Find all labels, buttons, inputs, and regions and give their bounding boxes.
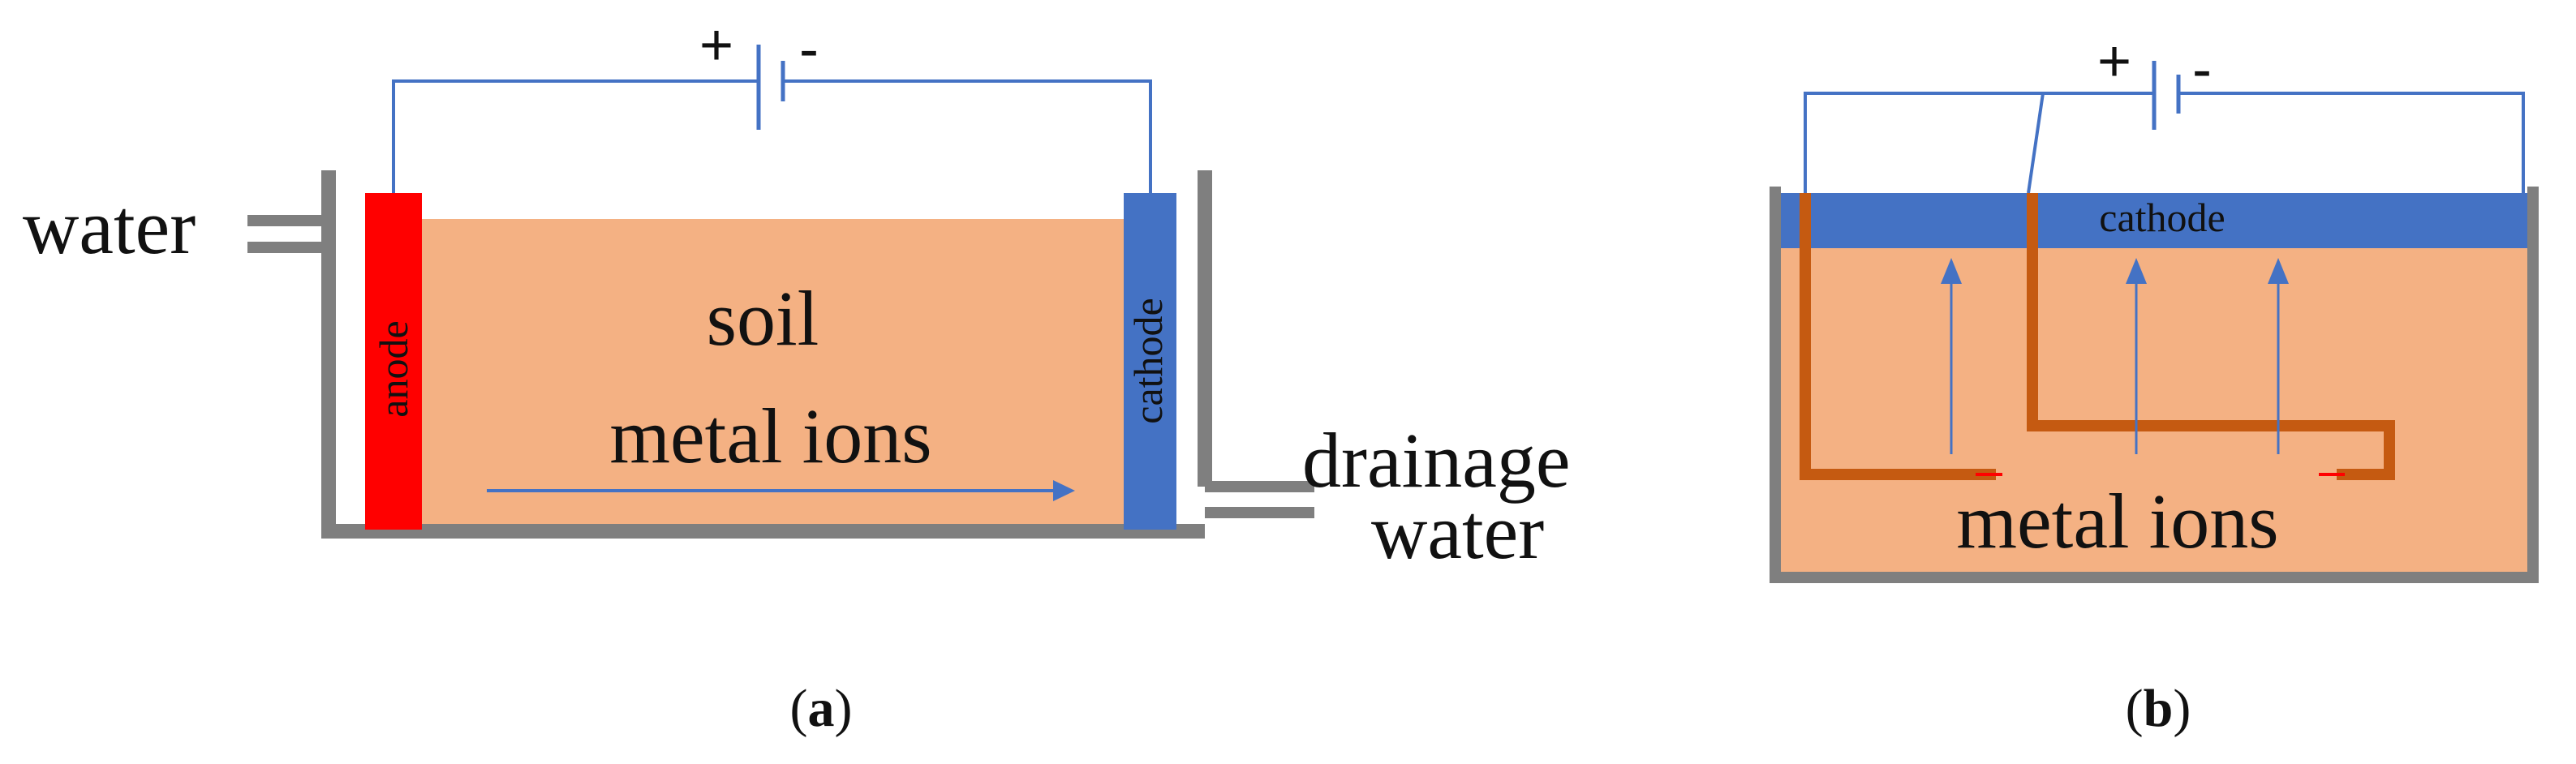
electrode-pipe-right bbox=[2027, 193, 2395, 480]
upward-arrow-3 bbox=[2268, 258, 2289, 454]
drainage-outlet-pipe bbox=[1205, 481, 1314, 518]
battery-a bbox=[756, 45, 785, 130]
anode-label: anode bbox=[371, 320, 416, 417]
container-a bbox=[321, 170, 1205, 539]
container-b bbox=[1770, 187, 2539, 583]
circuit-wire-a bbox=[392, 79, 1152, 193]
panel-a: + - water anode cathode soil metal ions … bbox=[23, 13, 1570, 738]
cathode-label-a: cathode bbox=[1125, 298, 1171, 423]
water-label: water bbox=[23, 183, 196, 270]
soil-region-a bbox=[422, 219, 1128, 527]
battery-minus-b: - bbox=[2192, 37, 2212, 102]
anode-electrode bbox=[365, 193, 422, 530]
electrode-pipe-left bbox=[1800, 193, 1996, 480]
battery-b bbox=[2152, 61, 2181, 130]
upward-arrow-2 bbox=[2126, 258, 2147, 454]
circuit-wire-b bbox=[1804, 92, 2525, 194]
cathode-electrode-a bbox=[1124, 193, 1176, 530]
metal-ions-label-b: metal ions bbox=[1956, 478, 2278, 564]
caption-a: (a) bbox=[790, 679, 853, 738]
caption-b: (b) bbox=[2126, 679, 2191, 738]
battery-plus-a: + bbox=[699, 13, 733, 78]
panel-b: + - cathode metal ions (b) bbox=[1770, 29, 2539, 738]
migration-arrow-a bbox=[487, 480, 1075, 501]
battery-minus-a: - bbox=[799, 17, 819, 82]
drainage-label: drainage bbox=[1302, 417, 1570, 504]
cathode-layer-b bbox=[1781, 193, 2527, 248]
soil-region-b bbox=[1781, 243, 2527, 572]
drainage-water-label: water bbox=[1371, 488, 1544, 575]
metal-ions-label-a: metal ions bbox=[609, 393, 931, 479]
cathode-label-b: cathode bbox=[2099, 195, 2225, 240]
soil-label: soil bbox=[707, 275, 819, 362]
water-inlet-pipe bbox=[247, 215, 329, 253]
battery-plus-b: + bbox=[2097, 29, 2131, 94]
upward-arrow-1 bbox=[1941, 258, 1962, 454]
